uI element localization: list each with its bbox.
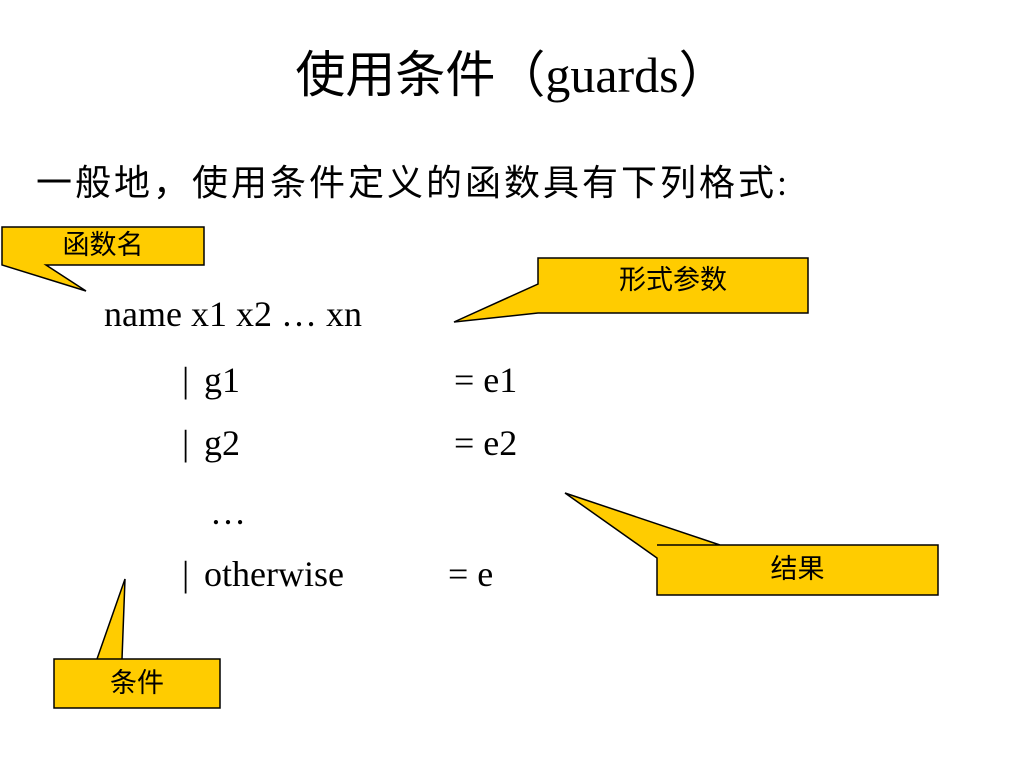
callout-condition-shape — [53, 578, 221, 709]
guard-ellipsis: … — [210, 492, 246, 532]
callout-params-label: 形式参数 — [619, 265, 727, 296]
slide-title: 使用条件（guards） — [295, 47, 729, 103]
guard-bar-2: | — [182, 423, 190, 463]
guard-bar-otherwise: | — [182, 554, 190, 594]
callout-result-label: 结果 — [770, 554, 825, 585]
intro-text: 一般地，使用条件定义的函数具有下列格式: — [36, 163, 791, 203]
callout-result-shape — [564, 492, 939, 596]
guard-result-otherwise: = e — [448, 554, 494, 594]
guard-condition-1: g1 — [204, 360, 240, 400]
callout-function-name-shape — [1, 226, 205, 292]
guard-result-2: = e2 — [454, 423, 518, 463]
callout-function-name-label: 函数名 — [62, 230, 144, 261]
guard-condition-otherwise: otherwise — [204, 554, 344, 594]
guard-condition-2: g2 — [204, 423, 240, 463]
callout-params-shape — [453, 257, 809, 323]
function-header: name x1 x2 … xn — [104, 294, 362, 334]
callout-condition-label: 条件 — [110, 668, 164, 699]
guard-bar-1: | — [182, 360, 190, 400]
guard-result-1: = e1 — [454, 360, 518, 400]
